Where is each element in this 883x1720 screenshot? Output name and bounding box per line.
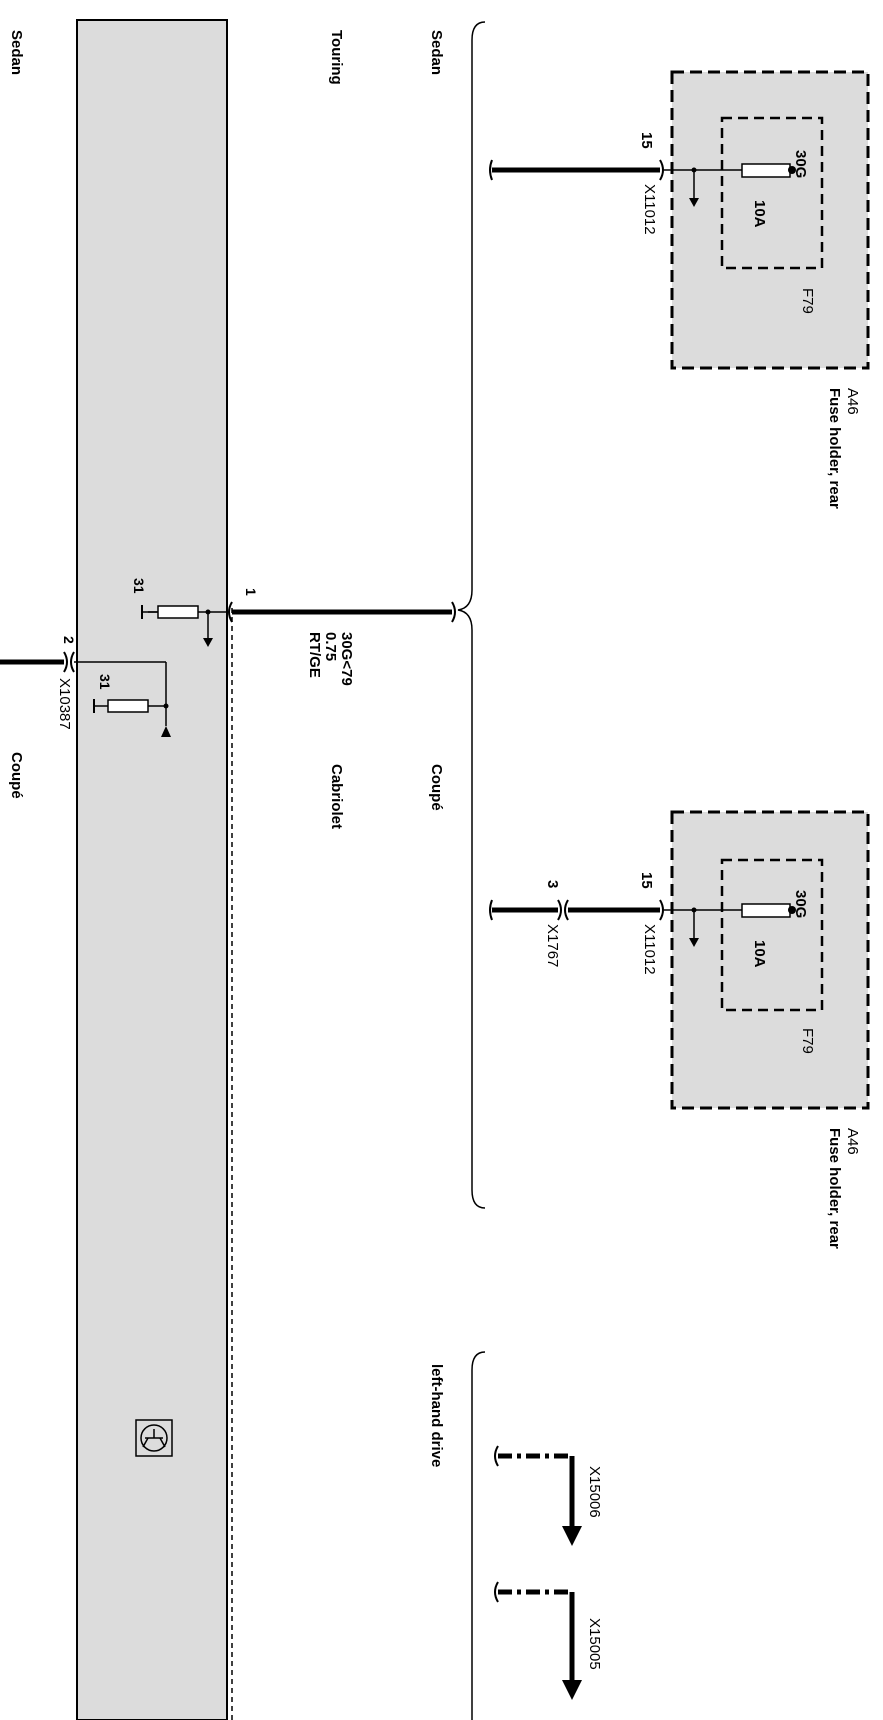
fuse-bottom-rating: 10A bbox=[751, 940, 768, 968]
variant-label-coupe-bottom: Coupé bbox=[8, 752, 25, 799]
connector-x10387: X10387 bbox=[56, 678, 73, 730]
fuse-top-terminal: 30G bbox=[792, 150, 809, 178]
fuse-top-id: F79 bbox=[799, 288, 816, 314]
ext-connector: X1767 bbox=[544, 924, 561, 967]
wire-color: RT/GE bbox=[306, 632, 323, 678]
lhd-connector-b bbox=[494, 1581, 582, 1700]
variant-label-cabriolet: Cabriolet bbox=[328, 764, 345, 829]
connector-x15005: X15005 bbox=[586, 1618, 603, 1670]
brace-left-hand-drive bbox=[471, 1351, 486, 1720]
variant-label-left-hand-drive: left-hand drive bbox=[428, 1364, 445, 1467]
ext-pin: 3 bbox=[544, 880, 561, 888]
fuse-bottom-connector: X11012 bbox=[641, 924, 658, 975]
fuse-top-rating: 10A bbox=[751, 200, 768, 228]
output-wire bbox=[0, 651, 171, 737]
ground-31-b: 31 bbox=[97, 674, 113, 690]
fuse-bottom-terminal: 30G bbox=[792, 890, 809, 918]
holder-top-id: A46 bbox=[844, 388, 861, 415]
pin-1-label: 1 bbox=[243, 588, 259, 596]
variant-label-sedan-left: Sedan bbox=[8, 30, 25, 75]
transistor-icon bbox=[135, 1419, 173, 1457]
holder-bottom-name: Fuse holder, rear bbox=[826, 1128, 843, 1249]
variant-label-touring: Touring bbox=[328, 30, 345, 85]
lhd-connector-a bbox=[494, 1445, 582, 1546]
fuse-holder-top bbox=[489, 70, 870, 370]
connector-x15006: X15006 bbox=[586, 1466, 603, 1518]
fuse-bottom-pin: 15 bbox=[638, 872, 655, 889]
fuse-top-connector: X11012 bbox=[641, 184, 658, 235]
wire-label: 30G<79 bbox=[338, 632, 355, 686]
variant-label-sedan-top: Sedan bbox=[428, 30, 445, 75]
wire-size: 0.75 bbox=[322, 632, 339, 661]
fuse-holder-bottom bbox=[489, 810, 870, 1110]
fuse-top-pin: 15 bbox=[638, 132, 655, 149]
pin-2-label: 2 bbox=[61, 636, 77, 644]
holder-bottom-id: A46 bbox=[844, 1128, 861, 1155]
brace-sedan-coupe bbox=[457, 21, 486, 1209]
main-wire bbox=[141, 601, 456, 647]
fuse-bottom-id: F79 bbox=[799, 1028, 816, 1054]
variant-label-coupe-mid: Coupé bbox=[428, 764, 445, 811]
control-unit-body bbox=[76, 19, 228, 1720]
ground-31-a: 31 bbox=[131, 578, 147, 594]
holder-top-name: Fuse holder, rear bbox=[826, 388, 843, 509]
